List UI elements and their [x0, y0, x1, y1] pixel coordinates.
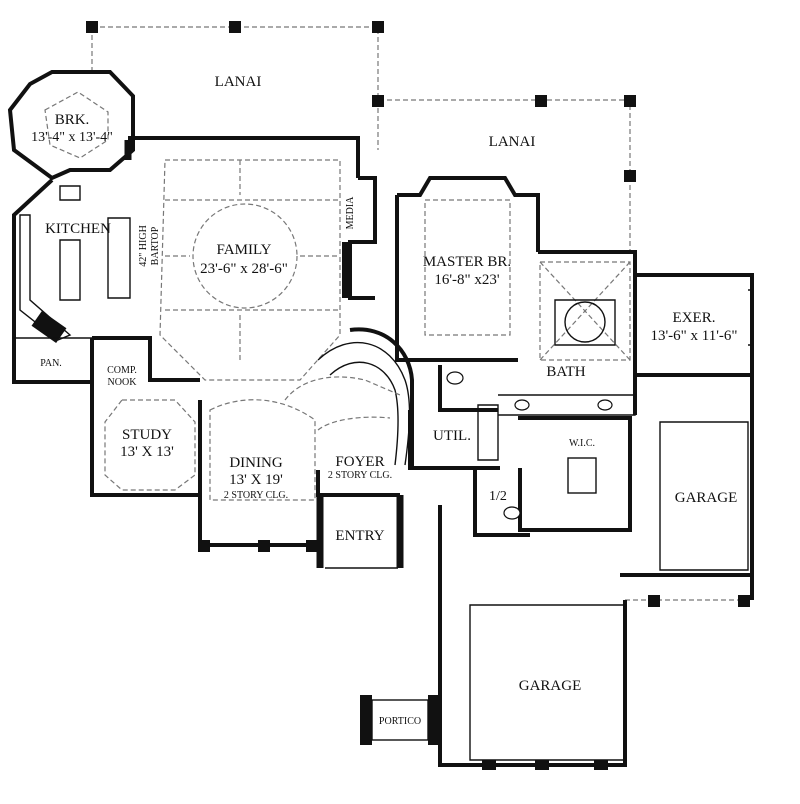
label-garage-2: GARAGE	[519, 678, 582, 694]
garage-bottom	[438, 505, 627, 770]
label-bartop-1: 42" HIGH	[138, 225, 149, 267]
dining-room	[198, 399, 318, 552]
label-family: FAMILY	[217, 242, 272, 258]
label-lanai-2: LANAI	[489, 134, 536, 150]
label-brk-size: 13'-4" x 13'-4"	[31, 130, 113, 145]
label-bath: BATH	[546, 364, 585, 380]
closet-utility-area	[408, 404, 632, 537]
room-labels: LANAI LANAI BRK. 13'-4" x 13'-4" KITCHEN…	[31, 74, 737, 727]
garage-right	[620, 373, 754, 607]
label-portico: PORTICO	[379, 716, 421, 727]
label-family-size: 23'-6" x 28'-6"	[200, 261, 288, 277]
master-bath	[438, 250, 637, 416]
label-brk: BRK.	[55, 112, 90, 128]
label-comp: COMP.	[107, 365, 137, 376]
master-bedroom	[395, 176, 540, 362]
breakfast-nook	[7, 70, 135, 181]
label-nook: NOOK	[108, 377, 138, 388]
label-master-size: 16'-8" x23'	[434, 272, 500, 288]
label-half-bath: 1/2	[489, 489, 507, 504]
label-foyer-note: 2 STORY CLG.	[328, 470, 392, 481]
label-kitchen: KITCHEN	[45, 221, 111, 237]
label-exer-size: 13'-6" x 11'-6"	[650, 328, 737, 344]
label-dining: DINING	[229, 455, 282, 471]
label-lanai-1: LANAI	[215, 74, 262, 90]
label-util: UTIL.	[433, 428, 471, 444]
label-wic: W.I.C.	[569, 438, 595, 449]
lanai-outline	[86, 21, 636, 252]
label-media: MEDIA	[345, 196, 356, 230]
label-exer: EXER.	[673, 310, 716, 326]
label-pantry: PAN.	[40, 358, 62, 369]
label-dining-size: 13' X 19'	[229, 472, 283, 488]
entry-vestibule	[316, 495, 404, 569]
family-room	[124, 136, 377, 381]
kitchen-area	[12, 178, 131, 384]
label-dining-note: 2 STORY CLG.	[224, 490, 288, 501]
label-study-size: 13' X 13'	[120, 444, 174, 460]
stair-foyer	[284, 327, 414, 497]
label-garage-1: GARAGE	[675, 490, 738, 506]
portico	[360, 695, 440, 745]
label-study: STUDY	[122, 427, 172, 443]
label-foyer: FOYER	[335, 454, 384, 470]
label-bartop-2: BARTOP	[150, 226, 161, 265]
study	[90, 336, 202, 497]
label-entry: ENTRY	[335, 528, 384, 544]
label-master: MASTER BR.	[423, 254, 511, 270]
